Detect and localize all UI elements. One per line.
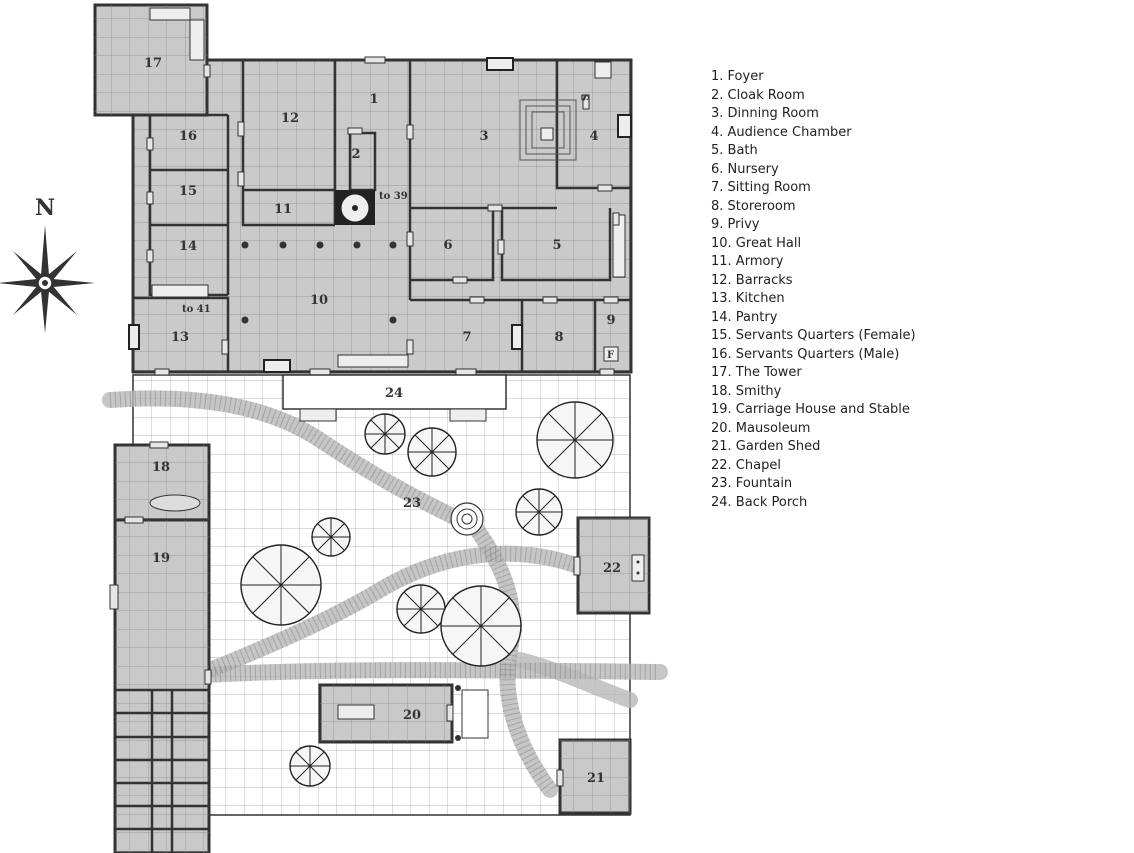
stair-label-to-41: to 41 [182,304,211,315]
room-label-6: 6 [443,238,452,253]
legend-item: 22. Chapel [711,457,781,473]
room-label-7: 7 [462,330,471,345]
legend-item: 1. Foyer [711,69,764,84]
room-label-20: 20 [403,708,421,723]
legend-item: 12. Barracks [711,272,793,288]
room-label-21: 21 [587,771,605,786]
fountain[interactable] [450,502,484,536]
room-label-13: 13 [171,330,189,345]
legend-item: 18. Smithy [711,383,782,399]
legend-item: 7. Sitting Room [711,180,811,195]
room-label-15: 15 [179,184,197,199]
room-label-8: 8 [554,330,563,345]
room-label-17: 17 [144,56,162,71]
room-label-11: 11 [274,202,292,217]
room-label-2: 2 [351,147,360,162]
room-number-labels: 1 2 3 4 5 6 7 8 9 10 11 12 13 14 15 16 1… [144,56,621,786]
doors [128,56,632,497]
room-label-9: 9 [606,313,615,328]
room-label-18: 18 [152,460,170,475]
great-hall-pillars [241,241,397,324]
legend-item: 15. Servants Quarters (Female) [711,328,916,343]
room-label-4: 4 [589,129,598,144]
legend-item: 13. Kitchen [711,291,785,306]
legend-item: 20. Mausoleum [711,420,811,436]
legend-item: 24. Back Porch [711,494,808,510]
castle-floor-plan-map: N to 39 to 41 S F 1 2 3 4 5 6 7 8 9 10 1… [0,3,668,853]
legend-item: 9. Privy [711,217,760,232]
room-label-19: 19 [152,551,170,566]
legend-item: 21. Garden Shed [711,439,821,454]
stair-label-to-39: to 39 [379,191,408,202]
compass-north-label: N [35,195,55,221]
legend-item: 4. Audience Chamber [711,124,852,140]
room-label-22: 22 [603,561,621,576]
room-label-10: 10 [310,293,328,308]
stair-label-s: S [578,94,589,101]
legend-item: 17. The Tower [711,365,802,380]
compass-rose: N [0,195,95,333]
room-label-3: 3 [479,129,488,144]
legend-item: 8. Storeroom [711,198,796,214]
room-label-23: 23 [403,496,421,511]
room-label-24: 24 [385,386,403,401]
legend-item: 11. Armory [711,254,784,269]
legend-item: 14. Pantry [711,309,778,325]
legend-item: 3. Dinning Room [711,106,819,121]
privy-f-label: F [607,350,614,361]
legend-item: 23. Fountain [711,476,793,491]
room-label-14: 14 [179,239,197,254]
room-24-back-porch[interactable] [282,374,507,410]
legend-item: 19. Carriage House and Stable [711,402,910,417]
room-label-16: 16 [179,129,197,144]
garden-trees [240,401,614,787]
room-label-1: 1 [369,92,378,107]
legend-item: 16. Servants Quarters (Male) [711,346,900,362]
legend-item: 5. Bath [711,143,758,158]
legend-item: 6. Nursery [711,161,779,177]
legend-item: 2. Cloak Room [711,87,805,103]
room-label-5: 5 [552,238,561,253]
room-legend: 1. Foyer 2. Cloak Room 3. Dinning Room 4… [711,68,916,512]
legend-item: 10. Great Hall [711,235,802,251]
room-label-12: 12 [281,111,299,126]
